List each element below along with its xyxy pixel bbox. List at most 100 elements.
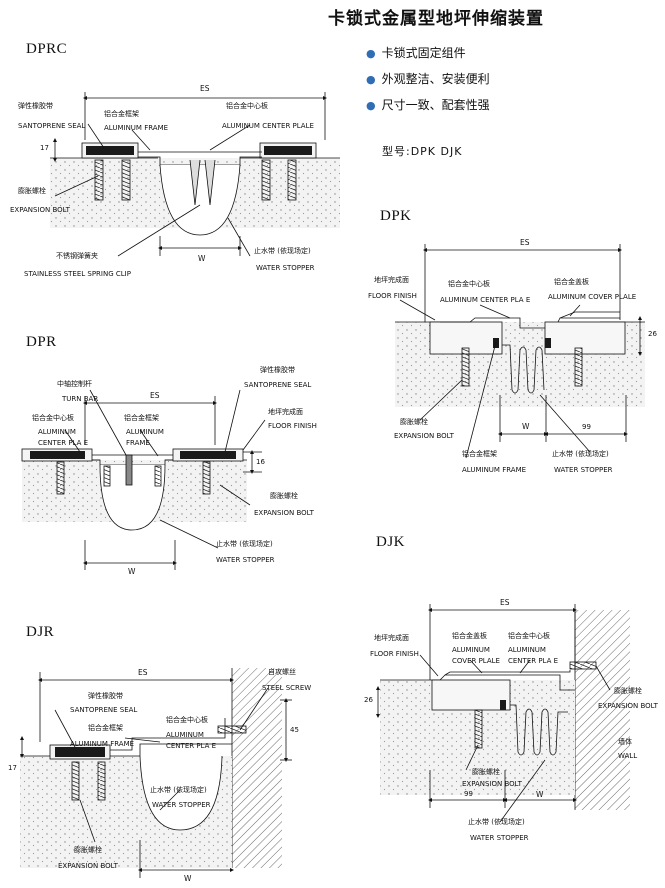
label-center-en2: CENTER PLA E xyxy=(166,742,217,750)
dim-16: 16 xyxy=(256,458,265,466)
label-floor-en: FLOOR FINISH xyxy=(370,650,419,658)
label-stopper-cn: 止水带 (依现场定) xyxy=(468,818,525,826)
label-clip-en: STAINLESS STEEL SPRING CLIP xyxy=(24,270,131,278)
label-stopper-en: WATER STOPPER xyxy=(216,556,275,564)
label-stopper-cn: 止水带 (依现场定) xyxy=(150,786,207,794)
label-center-cn: 铝合金中心板 xyxy=(508,632,550,640)
label-cover-en2: COVER PLALE xyxy=(452,657,500,665)
dim-w: W xyxy=(522,422,530,431)
djk-drawing xyxy=(376,604,630,823)
label-stopper-en: WATER STOPPER xyxy=(554,466,613,474)
bullet-icon: ● xyxy=(366,73,376,86)
label-seal-en: SANTOPRENE SEAL xyxy=(70,706,138,714)
label-cover-en1: ALUMINUM xyxy=(452,646,490,654)
diagram-code-djk: DJK xyxy=(376,534,406,550)
dim-es: ES xyxy=(138,668,148,677)
label-bolt-en: EXPANSION BOLT xyxy=(394,432,454,440)
label-stopper-en: WATER STOPPER xyxy=(256,264,315,272)
label-wall-cn: 墙体 xyxy=(618,738,632,746)
label-screw-cn: 自攻螺丝 xyxy=(268,668,296,676)
label-center-en1: ALUMINUM xyxy=(166,731,204,739)
label-seal-cn: 弹性橡胶带 xyxy=(18,102,53,110)
label-seal-cn: 弹性橡胶带 xyxy=(260,366,295,374)
label-bolt-cn: 膨胀螺栓 xyxy=(400,418,428,426)
dim-45: 45 xyxy=(290,726,299,734)
dim-99: 99 xyxy=(582,423,591,431)
dim-17: 17 xyxy=(8,764,17,772)
label-frame-en: ALUMINUM FRAME xyxy=(70,740,135,748)
label-turn-cn: 中轴控制杆 xyxy=(57,380,92,388)
dim-w: W xyxy=(184,874,192,883)
dim-w: W xyxy=(536,790,544,799)
label-stopper-en: WATER STOPPER xyxy=(470,834,529,842)
feature-item: ●尺寸一致、配套性强 xyxy=(366,98,490,112)
label-seal-en: SANTOPRENE SEAL xyxy=(18,122,86,130)
label-center-cn: 铝合金中心板 xyxy=(166,716,208,724)
label-bolt-en: EXPANSION BOLT xyxy=(254,509,314,517)
dim-17: 17 xyxy=(40,144,49,152)
label-bolt-en: EXPANSION BOLT xyxy=(58,862,118,870)
dpk-drawing xyxy=(395,244,645,459)
label-bolt-cn: 膨胀螺栓 xyxy=(270,492,298,500)
label-seal-cn: 弹性橡胶带 xyxy=(88,692,123,700)
dim-es: ES xyxy=(150,391,160,400)
label-floor-en: FLOOR FINISH xyxy=(268,422,317,430)
diagram-code-dpk: DPK xyxy=(380,208,412,224)
label-center-en: ALUMINUM CENTER PLALE xyxy=(222,122,314,130)
bullet-icon: ● xyxy=(366,47,376,60)
label-center-en: ALUMINUM CENTER PLA E xyxy=(440,296,531,304)
dim-es: ES xyxy=(200,84,210,93)
diagram-code-djr: DJR xyxy=(26,624,55,640)
page-title: 卡锁式金属型地坪伸缩装置 xyxy=(328,9,544,29)
label-bolt-cn: 膨胀螺栓 xyxy=(472,768,500,776)
label-center-en2: CENTER PLA E xyxy=(508,657,559,665)
label-floor-cn: 地坪完成面 xyxy=(374,276,409,284)
label-floor-en: FLOOR FINISH xyxy=(368,292,417,300)
feature-item: ●外观整洁、安装便利 xyxy=(366,72,490,86)
label-frame-cn: 铝合金框架 xyxy=(124,414,159,422)
label-cover-cn: 铝合金盖板 xyxy=(452,632,487,640)
label-center-en1: ALUMINUM xyxy=(508,646,546,654)
label-floor-cn: 地坪完成面 xyxy=(374,634,409,642)
dpr-drawing xyxy=(21,389,266,570)
label-seal-en: SANTOPRENE SEAL xyxy=(244,381,312,389)
label-frame-cn: 铝合金框架 xyxy=(88,724,123,732)
label-frame-en: ALUMINUM FRAME xyxy=(104,124,169,132)
label-center-cn: 铝合金中心板 xyxy=(32,414,74,422)
label-turn-en: TURN BAR xyxy=(62,395,99,403)
label-frame-cn: 铝合金框架 xyxy=(104,110,139,118)
label-bolt-r-en: EXPANSION BOLT xyxy=(598,702,658,710)
label-bolt-cn: 膨胀螺栓 xyxy=(18,187,46,195)
dim-26: 26 xyxy=(648,330,657,338)
model-label: 型号:DPK DJK xyxy=(382,145,463,158)
label-frame-en2: FRAME xyxy=(126,439,150,447)
dim-es: ES xyxy=(500,598,510,607)
label-cover-en: ALUMINUM COVER PLALE xyxy=(548,293,637,301)
diagram-code-dpr: DPR xyxy=(26,334,57,350)
label-floor-cn: 地坪完成面 xyxy=(268,408,303,416)
label-screw-en: STEEL SCREW xyxy=(262,684,312,692)
label-bolt-r-cn: 膨胀螺栓 xyxy=(614,687,642,695)
dim-w: W xyxy=(198,254,206,263)
label-stopper-cn: 止水带 (依现场定) xyxy=(552,450,609,458)
label-wall-en: WALL xyxy=(618,752,638,760)
label-center-en2: CENTER PLA E xyxy=(38,439,89,447)
label-frame-en1: ALUMINUM xyxy=(126,428,164,436)
dim-26: 26 xyxy=(364,696,373,704)
label-frame-en: ALUMINUM FRAME xyxy=(462,466,527,474)
label-center-en1: ALUMINUM xyxy=(38,428,76,436)
label-bolt-en: EXPANSION BOLT xyxy=(462,780,522,788)
dim-es: ES xyxy=(520,238,530,247)
bullet-icon: ● xyxy=(366,99,376,112)
feature-item: ●卡锁式固定组件 xyxy=(366,46,466,60)
label-bolt-en: EXPANSION BOLT xyxy=(10,206,70,214)
label-center-cn: 铝合金中心板 xyxy=(448,280,490,288)
label-bolt-cn: 膨胀螺栓 xyxy=(74,846,102,854)
label-stopper-en: WATER STOPPER xyxy=(152,801,211,809)
label-stopper-cn: 止水带 (依现场定) xyxy=(216,540,273,548)
label-center-cn: 铝合金中心板 xyxy=(226,102,268,110)
dim-w: W xyxy=(128,567,136,576)
dprc-drawing xyxy=(50,92,340,257)
label-stopper-cn: 止水带 (依现场定) xyxy=(254,247,311,255)
